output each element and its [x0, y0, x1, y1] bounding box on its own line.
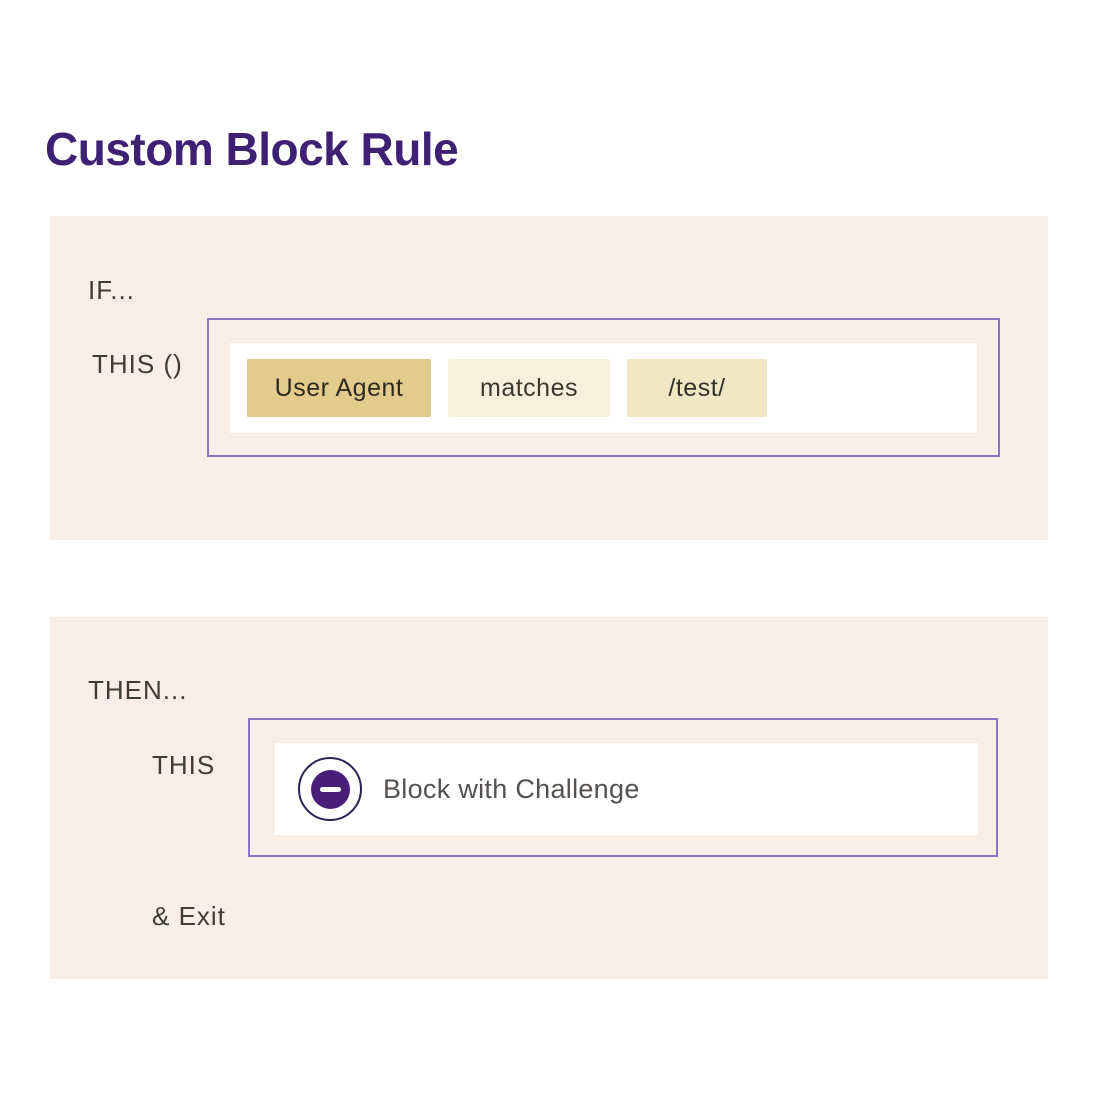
block-minus-icon-bar [319, 786, 341, 792]
action-label: Block with Challenge [383, 773, 640, 804]
field-chip[interactable]: User Agent [247, 359, 431, 417]
exit-label: & Exit [152, 901, 226, 931]
if-label: IF... [88, 275, 135, 305]
page-title: Custom Block Rule [45, 123, 459, 175]
then-this-label: THIS [152, 750, 216, 780]
action-row[interactable]: Block with Challenge [275, 743, 978, 835]
if-panel: IF... THIS () User Agent matches /test/ [50, 216, 1048, 540]
then-rule-box: Block with Challenge [248, 718, 998, 857]
if-this-label: THIS () [92, 349, 183, 379]
if-rule-inner: User Agent matches /test/ [230, 343, 977, 433]
then-panel: THEN... THIS Block with Challenge & Exit [50, 617, 1048, 979]
operator-chip[interactable]: matches [448, 359, 610, 417]
if-rule-box: User Agent matches /test/ [207, 318, 1000, 457]
then-label: THEN... [88, 675, 188, 705]
block-minus-icon [298, 757, 362, 821]
value-chip[interactable]: /test/ [627, 359, 767, 417]
block-minus-icon-core [310, 769, 350, 809]
